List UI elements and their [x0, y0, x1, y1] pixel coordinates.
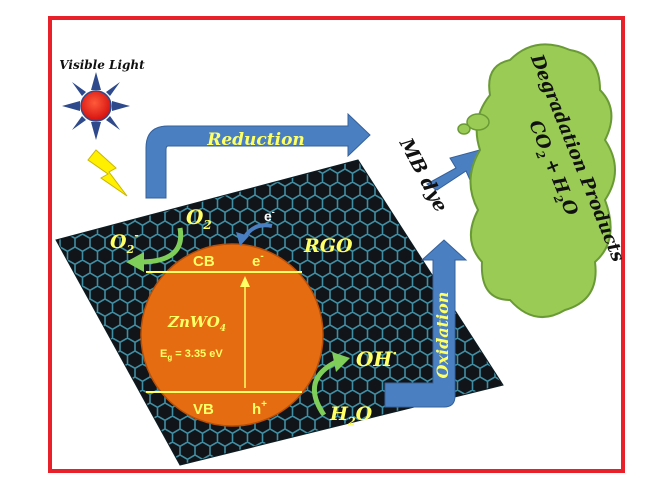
hydroxyl-label: OH· [356, 346, 397, 371]
reduction-label: Reduction [206, 130, 305, 150]
sun-icon [62, 72, 130, 140]
cb-label: CB [193, 253, 215, 270]
vb-label: VB [193, 401, 214, 418]
cloud-puff-small [458, 124, 470, 134]
oxidation-label: Oxidation [433, 292, 452, 379]
rgo-label: RGO [303, 235, 353, 257]
visible-light-label: Visible Light [59, 58, 145, 72]
catalyst-name: ZnWO4 [167, 313, 226, 334]
